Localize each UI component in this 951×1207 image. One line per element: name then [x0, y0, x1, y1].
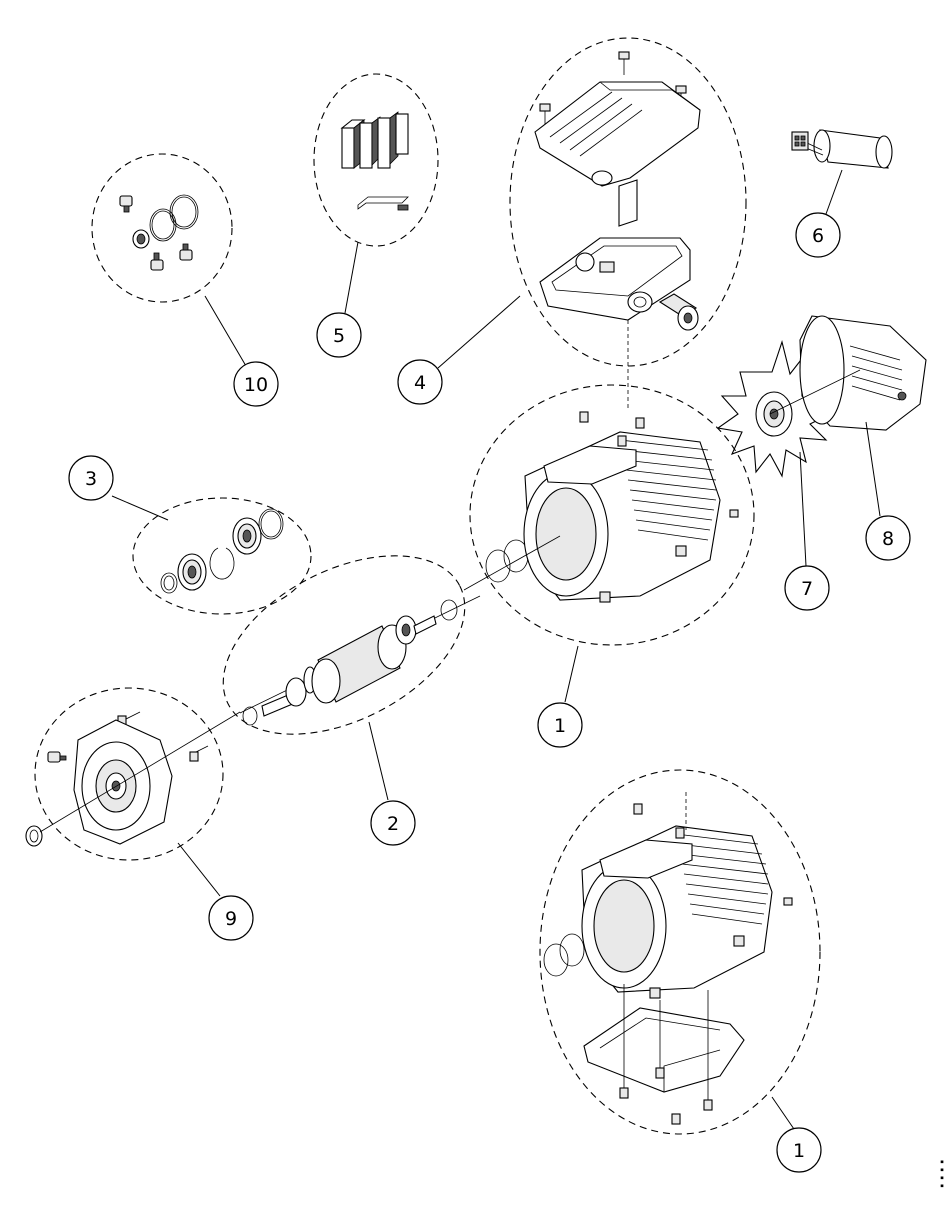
group-1-motor-frame-lower — [539, 769, 821, 1135]
callout-2: 2 — [370, 800, 416, 846]
callout-1a: 1 — [537, 702, 583, 748]
callout-4-label: 4 — [414, 372, 426, 394]
callout-7-label: 7 — [801, 578, 813, 600]
callout-1a-label: 1 — [554, 715, 566, 737]
side-code: ▪▪▪▪ — [938, 1158, 946, 1190]
callout-1b: 1 — [776, 1127, 822, 1173]
group-8-fan-cowl — [769, 315, 927, 517]
callout-2-label: 2 — [387, 813, 399, 835]
callout-9-label: 9 — [225, 908, 237, 930]
group-10-seal-kit — [91, 153, 247, 367]
group-4-terminal-box — [437, 37, 747, 410]
callout-10-label: 10 — [244, 374, 268, 396]
callout-3-label: 3 — [85, 468, 97, 490]
callout-6: 6 — [795, 212, 841, 258]
group-6-capacitor — [791, 129, 893, 215]
callout-9: 9 — [208, 895, 254, 941]
callout-1b-label: 1 — [793, 1140, 805, 1162]
callout-8-label: 8 — [882, 528, 894, 550]
callout-8: 8 — [865, 515, 911, 561]
callout-5-label: 5 — [333, 325, 345, 347]
callout-5: 5 — [316, 312, 362, 358]
callout-6-label: 6 — [812, 225, 824, 247]
group-2-rotor — [222, 555, 481, 801]
group-9-end-shield — [25, 687, 241, 897]
group-5-terminal-block — [313, 73, 439, 314]
callout-4: 4 — [397, 359, 443, 405]
callout-3: 3 — [68, 455, 114, 501]
group-3-bearing-kit — [111, 495, 312, 615]
callout-10: 10 — [233, 361, 279, 407]
callout-7: 7 — [784, 565, 830, 611]
group-1-motor-frame-upper — [463, 384, 755, 703]
